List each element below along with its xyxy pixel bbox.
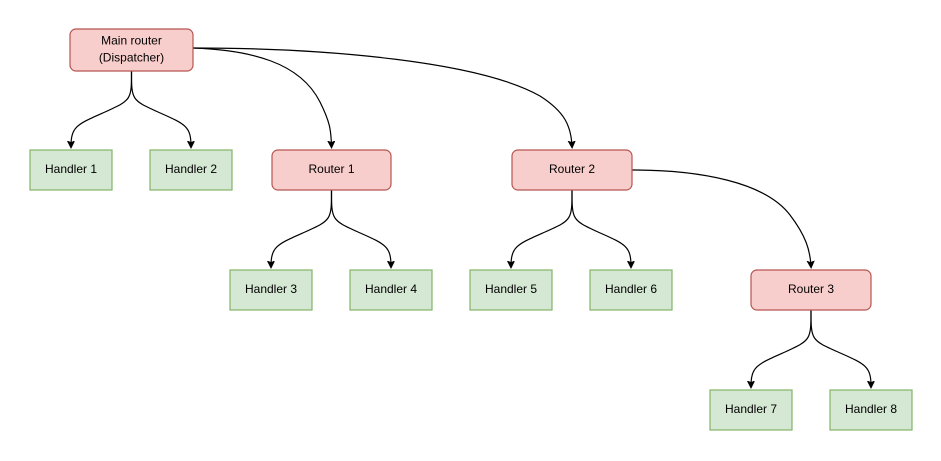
edge-router-1-to-handler-3 — [271, 189, 333, 266]
edge-main-router-to-router-1 — [192, 47, 332, 146]
node-shape-router-3 — [750, 269, 872, 311]
node-handler-7[interactable]: Handler 7 — [709, 389, 793, 431]
node-handler-3[interactable]: Handler 3 — [229, 269, 313, 311]
node-router-3[interactable]: Router 3 — [750, 269, 872, 311]
edge-main-router-to-handler-2 — [130, 70, 192, 146]
node-handler-1[interactable]: Handler 1 — [29, 149, 113, 191]
edge-router-2-to-router-3 — [631, 169, 811, 266]
edge-router-3-to-handler-8 — [810, 309, 871, 386]
node-shape-handler-8 — [829, 389, 913, 431]
edges-layer — [71, 47, 871, 386]
edge-router-1-to-handler-4 — [330, 189, 392, 266]
node-shape-main-router — [69, 28, 194, 72]
node-shape-handler-2 — [149, 149, 233, 191]
edge-router-2-to-handler-5 — [511, 189, 573, 266]
node-shape-handler-5 — [469, 269, 553, 311]
node-handler-4[interactable]: Handler 4 — [349, 269, 433, 311]
node-shape-handler-3 — [229, 269, 313, 311]
node-handler-5[interactable]: Handler 5 — [469, 269, 553, 311]
edge-router-2-to-handler-6 — [571, 189, 631, 266]
nodes-layer: Main router(Dispatcher) Handler 1 Handler … — [29, 28, 913, 431]
node-shape-handler-7 — [709, 389, 793, 431]
node-handler-6[interactable]: Handler 6 — [589, 269, 673, 311]
node-shape-handler-6 — [589, 269, 673, 311]
edge-main-router-to-router-2 — [192, 47, 572, 146]
edge-main-router-to-handler-1 — [71, 70, 133, 146]
node-shape-router-2 — [511, 149, 633, 191]
node-handler-2[interactable]: Handler 2 — [149, 149, 233, 191]
node-shape-router-1 — [271, 149, 392, 191]
node-main-router[interactable]: Main router(Dispatcher) — [69, 28, 194, 72]
node-router-1[interactable]: Router 1 — [271, 149, 392, 191]
edge-router-3-to-handler-7 — [751, 309, 812, 386]
node-handler-8[interactable]: Handler 8 — [829, 389, 913, 431]
node-shape-handler-1 — [29, 149, 113, 191]
node-router-2[interactable]: Router 2 — [511, 149, 633, 191]
node-shape-handler-4 — [349, 269, 433, 311]
